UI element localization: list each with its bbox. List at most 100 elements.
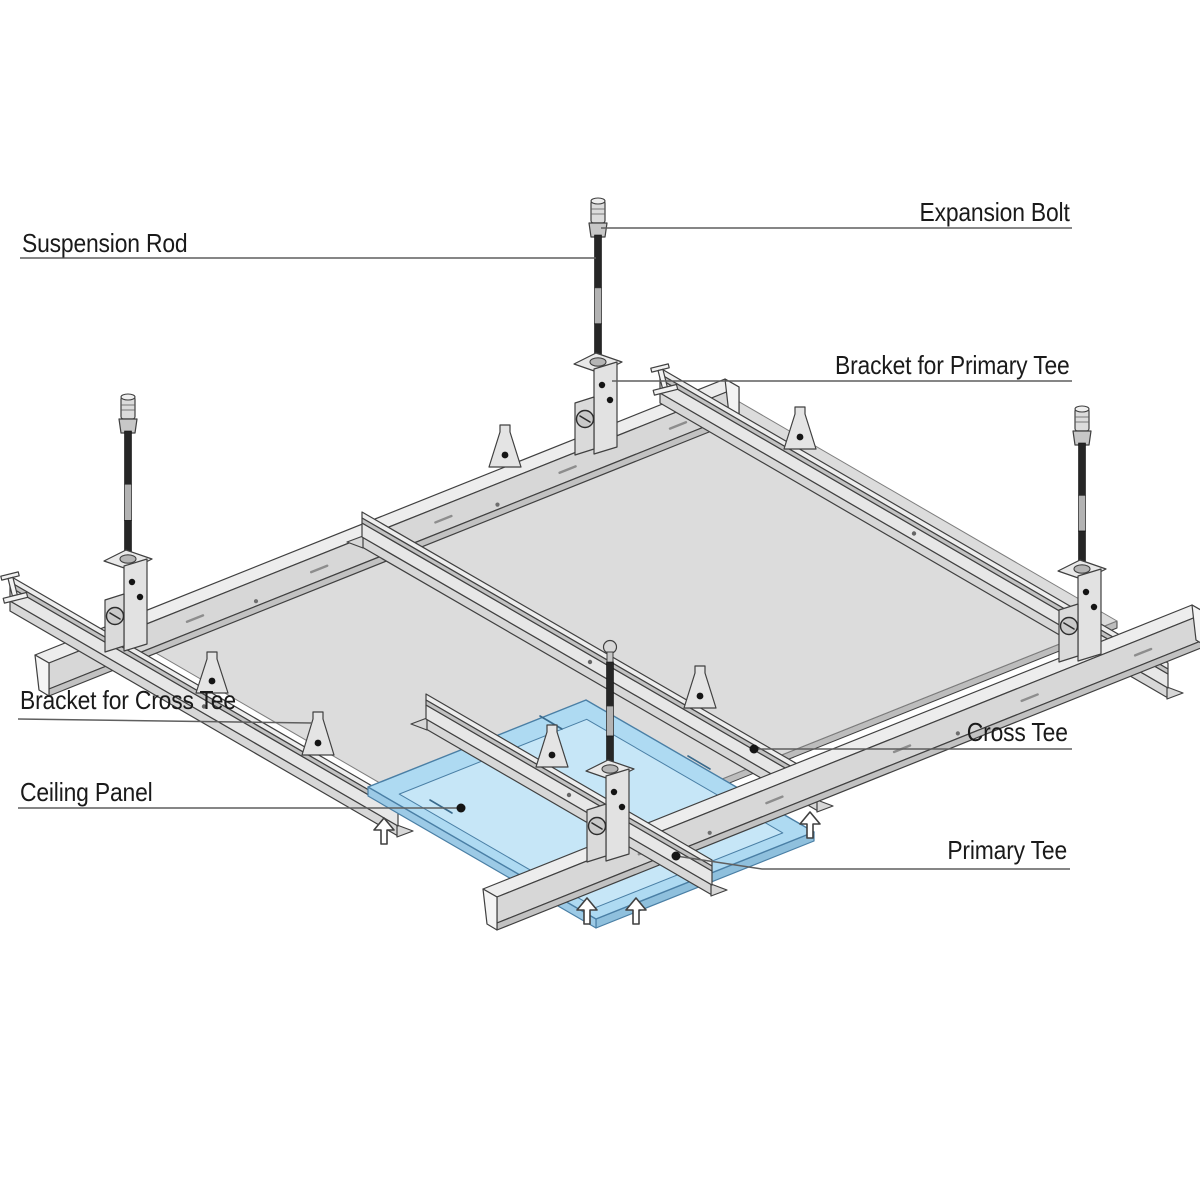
rod-threaded-segment — [606, 705, 614, 737]
rod-upper-segment — [606, 661, 614, 707]
label-ceiling-panel: Ceiling Panel — [20, 777, 153, 807]
gusset-bolt — [208, 677, 216, 685]
profile-top-bar — [650, 363, 670, 373]
label-cross-tee: Cross Tee — [966, 717, 1068, 747]
tee-slot-hole — [434, 514, 453, 524]
install-direction-arrow-icon — [576, 897, 598, 925]
leader-bracket-cross-tee — [17, 718, 313, 724]
tee-pointed-end — [710, 883, 728, 897]
panel-clip-slot — [687, 755, 711, 770]
tee-rivet-hole — [955, 731, 960, 736]
suspension-rod-assembly-left — [103, 393, 153, 653]
leader-cross-tee-dot — [749, 744, 759, 754]
hanger-bolt — [136, 593, 144, 601]
tee-end-profile — [0, 571, 29, 604]
tee-slot-hole — [765, 795, 784, 805]
tee-pointed-end — [816, 799, 834, 813]
rod-threaded-segment — [124, 483, 132, 521]
cross-tee-middle — [346, 511, 834, 813]
profile-top-bar — [0, 571, 20, 581]
tee-slot-hole — [558, 465, 577, 474]
label-primary-tee: Primary Tee — [947, 835, 1067, 865]
cross-tee-gusset-bracket — [488, 424, 522, 468]
rod-upper-segment — [594, 234, 602, 289]
tee-rivet-hole — [566, 792, 572, 798]
gusset-bolt — [314, 739, 322, 747]
gusset-bolt — [696, 692, 704, 700]
cross-tee-gusset-bracket — [301, 711, 335, 756]
rod-lower-segment — [124, 520, 132, 555]
label-expansion-bolt: Expansion Bolt — [919, 197, 1070, 227]
gusset-plate — [195, 651, 229, 694]
panel-clip-slot — [429, 799, 453, 814]
hanger-bolt — [1090, 603, 1098, 611]
leader-primary-tee — [675, 855, 1070, 870]
gusset-bolt — [501, 451, 509, 459]
gusset-bolt — [548, 751, 556, 759]
screw-slot — [1063, 622, 1075, 630]
install-direction-arrow-icon — [625, 897, 647, 925]
rod-threaded-segment — [594, 287, 602, 325]
hanger-bracket-plate — [1077, 568, 1102, 662]
hanger-bolt — [606, 396, 614, 404]
profile-bottom-bar — [2, 591, 29, 604]
gusset-plate — [535, 724, 569, 768]
cross-tee-gusset-bracket — [783, 406, 817, 450]
rod-hex-nut — [1073, 564, 1091, 574]
tee-pointed-end — [396, 824, 414, 838]
suspension-rod-assembly-bottom — [585, 639, 635, 863]
label-bracket-for-primary-tee: Bracket for Primary Tee — [835, 350, 1070, 380]
tee-rivet-hole — [495, 502, 500, 507]
expansion-bolt-top — [1074, 405, 1090, 413]
expansion-bolt-top — [590, 197, 606, 205]
hanger-bolt — [598, 381, 606, 389]
tee-open-end-cap — [1191, 604, 1200, 644]
hanger-bolt — [1082, 588, 1090, 596]
suspension-rod-assembly-right — [1057, 405, 1107, 663]
rod-lower-segment — [594, 323, 602, 358]
hanger-bolt — [128, 578, 136, 586]
screw-slot — [591, 822, 603, 830]
expansion-bolt-top — [120, 393, 136, 401]
gusset-plate — [301, 711, 335, 756]
tee-slot-hole — [1133, 647, 1153, 657]
tee-pointed-end — [410, 717, 428, 731]
tee-rivet-hole — [201, 704, 207, 709]
rod-upper-segment — [124, 430, 132, 485]
rod-threaded-segment — [1078, 494, 1086, 532]
label-leader-lines — [17, 227, 1072, 870]
label-suspension-rod: Suspension Rod — [22, 228, 188, 258]
leader-primary-tee-dot — [671, 851, 681, 861]
rod-lower-segment — [1078, 530, 1086, 565]
leader-ceiling-panel-dot — [456, 803, 466, 813]
screw-slot — [579, 415, 591, 423]
expansion-bolt-nut — [118, 418, 138, 434]
tee-slot-hole — [310, 564, 329, 574]
tee-rivet-hole — [707, 830, 712, 835]
profile-bottom-bar — [652, 383, 679, 396]
hanger-bracket-plate — [605, 768, 630, 862]
tee-rivet-hole — [587, 659, 593, 665]
cross-tee-gusset-bracket — [683, 665, 717, 709]
gusset-plate — [683, 665, 717, 709]
expansion-bolt-nut — [1072, 430, 1092, 446]
tee-slot-hole — [668, 421, 688, 430]
tee-end-profile — [650, 363, 679, 396]
suspension-rod-assembly-top — [573, 197, 623, 456]
tee-rivet-hole — [253, 599, 259, 604]
panel-clip-slot — [539, 715, 563, 730]
gusset-plate — [783, 406, 817, 450]
hanger-bracket-plate — [593, 361, 618, 455]
tee-pointed-end — [346, 535, 364, 549]
hanger-bolt — [610, 788, 618, 796]
install-direction-arrow-icon — [373, 817, 395, 845]
label-bracket-for-cross-tee: Bracket for Cross Tee — [20, 685, 236, 715]
gusset-bolt — [796, 433, 804, 441]
rod-hex-nut — [589, 357, 607, 367]
hanger-bracket-plate — [123, 558, 148, 652]
cross-tee-gusset-bracket — [195, 651, 229, 694]
tee-open-end-cap — [482, 888, 498, 931]
hanger-bolt — [618, 803, 626, 811]
